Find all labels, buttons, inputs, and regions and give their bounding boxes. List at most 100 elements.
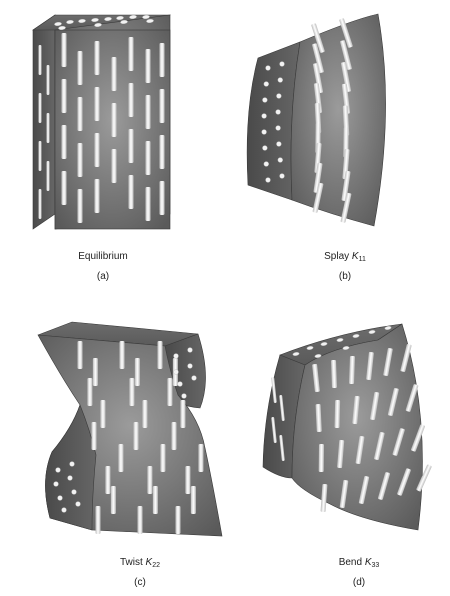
panel-tag: (d): [352, 577, 366, 588]
molecule-rod: [128, 175, 134, 209]
molecule-rod: [61, 33, 67, 67]
molecule-end: [187, 363, 193, 369]
molecule-rod: [341, 83, 351, 114]
molecule-end: [78, 19, 86, 23]
molecule-end: [275, 125, 281, 131]
block-side-face: [32, 14, 56, 230]
caption-tag-a: (a): [58, 271, 148, 282]
molecule-rod: [159, 89, 165, 123]
molecule-rod: [145, 141, 151, 175]
molecule-rod: [171, 422, 177, 450]
molecule-rod: [134, 357, 140, 386]
molecule-rod: [95, 506, 101, 534]
molecule-end: [187, 347, 193, 353]
molecule-rod: [313, 162, 323, 193]
molecule-rod: [279, 435, 285, 461]
caption-title: Bend: [338, 557, 363, 568]
molecule-rod: [159, 181, 165, 215]
panel-equilibrium-diagram: [32, 14, 171, 230]
molecule-rod: [137, 506, 143, 534]
molecule-end: [352, 334, 360, 338]
molecule-rod: [340, 192, 352, 223]
molecule-rod: [145, 95, 151, 129]
molecule-end: [279, 61, 285, 67]
molecule-rod: [38, 93, 42, 123]
molecule-rod: [318, 443, 324, 473]
elastic-constant-subscript: 22: [152, 562, 161, 569]
molecule-end: [66, 20, 74, 24]
molecule-rod: [312, 363, 320, 393]
caption-tag-b: (b): [300, 271, 390, 282]
molecule-end: [177, 381, 183, 387]
molecule-rods-splay: [311, 18, 353, 223]
molecule-rod: [311, 23, 325, 53]
molecule-rod: [77, 51, 83, 85]
molecule-rod: [94, 133, 100, 167]
molecule-end: [262, 145, 268, 151]
molecule-rod: [46, 161, 50, 191]
molecule-rod: [331, 359, 337, 389]
molecule-rod: [118, 444, 124, 472]
molecule-end: [173, 353, 179, 359]
molecule-end: [265, 177, 271, 183]
molecule-rods-bend: [271, 344, 432, 513]
molecule-rod: [279, 395, 285, 421]
molecule-rod: [119, 341, 125, 369]
molecule-rod: [159, 43, 165, 77]
molecule-rod: [157, 341, 163, 369]
molecule-end: [265, 65, 271, 71]
molecule-end: [55, 467, 61, 473]
molecule-rod: [312, 43, 324, 74]
molecule-end: [57, 495, 63, 501]
molecule-rod: [111, 103, 117, 137]
molecule-rod: [340, 40, 352, 70]
molecule-end: [104, 17, 112, 21]
molecule-rod: [358, 476, 370, 504]
splay-front-face: [290, 13, 386, 227]
caption-tag-c: (c): [95, 577, 185, 588]
molecule-end: [277, 157, 283, 163]
molecule-ends-twist: [53, 347, 197, 513]
molecule-rod: [105, 466, 111, 494]
molecule-end: [276, 141, 282, 147]
molecule-end: [306, 346, 314, 350]
molecule-end: [336, 338, 344, 342]
molecule-end: [71, 489, 77, 495]
molecule-rod: [100, 400, 106, 428]
molecule-end: [368, 330, 376, 334]
molecule-rod: [61, 79, 67, 113]
caption-title: Splay: [324, 251, 350, 262]
molecule-rod: [411, 424, 425, 452]
molecule-rod: [77, 189, 83, 223]
molecule-end: [94, 23, 102, 27]
molecule-end: [116, 16, 124, 20]
elastic-constant-symbol: K: [351, 251, 359, 262]
molecule-rods-equilibrium: [38, 33, 165, 223]
molecule-rod: [383, 347, 393, 377]
molecule-end: [314, 354, 322, 358]
molecule-rod: [91, 422, 97, 450]
molecule-rod: [87, 378, 93, 406]
panel-bend-diagram: [262, 323, 432, 531]
molecule-rod: [147, 466, 153, 494]
molecule-rod: [397, 468, 411, 496]
caption-splay: Splay K11: [300, 251, 390, 263]
molecule-rod: [313, 83, 323, 114]
molecule-end: [384, 326, 392, 330]
molecule-rod: [159, 135, 165, 169]
molecule-rod: [392, 428, 405, 456]
molecule-end: [292, 352, 300, 356]
molecule-rod: [339, 479, 349, 509]
molecule-rod: [271, 377, 277, 403]
molecule-rod: [175, 506, 181, 534]
elastic-constant-subscript: 11: [358, 256, 366, 263]
molecule-rod: [341, 61, 351, 92]
molecule-rod: [129, 378, 135, 407]
molecule-rod: [312, 182, 324, 213]
molecule-ends-top: [54, 15, 154, 30]
molecule-rod: [133, 422, 139, 450]
elastic-constant-symbol: K: [145, 557, 153, 568]
molecule-end: [146, 19, 154, 23]
molecule-end: [279, 173, 285, 179]
